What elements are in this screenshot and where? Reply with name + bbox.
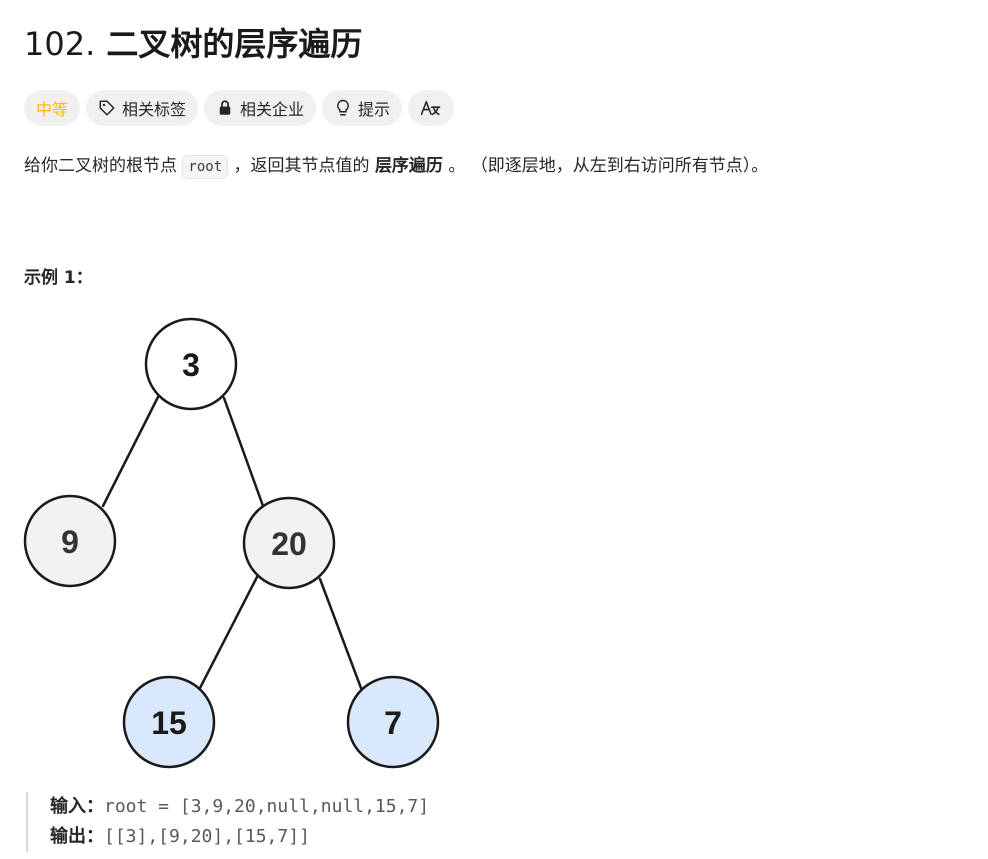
description-text-2: ，返回其节点值的: [228, 156, 375, 176]
tree-node-3-label: 3: [182, 347, 200, 383]
description-text-1: 给你二叉树的根节点: [24, 156, 183, 176]
tree-node-15-label: 15: [151, 705, 187, 741]
example-1-io: 输入：root = [3,9,20,null,null,15,7] 输出：[[3…: [26, 792, 429, 852]
output-label: 输出：: [50, 826, 104, 847]
related-topics-label: 相关标签: [122, 100, 187, 119]
related-topics-button[interactable]: 相关标签: [86, 90, 199, 126]
translate-icon: [420, 99, 442, 117]
problem-title: 102. 二叉树的层序遍历: [24, 22, 362, 66]
tree-node-7-label: 7: [384, 705, 402, 741]
tree-edge-3-20: [222, 396, 265, 508]
example-input-row: 输入：root = [3,9,20,null,null,15,7]: [50, 792, 429, 822]
input-value: root = [3,9,20,null,null,15,7]: [104, 796, 430, 817]
tree-edge-20-15: [198, 575, 259, 690]
tag-icon: [98, 99, 116, 117]
description-text-3: 。 （即逐层地，从左到右访问所有节点）。: [442, 156, 769, 176]
translate-button[interactable]: [408, 90, 455, 126]
lock-icon: [216, 99, 234, 117]
hints-button[interactable]: 提示: [322, 90, 403, 126]
tree-edge-20-7: [318, 577, 363, 690]
related-companies-button[interactable]: 相关企业: [204, 90, 317, 126]
problem-description: 给你二叉树的根节点 root ，返回其节点值的 层序遍历 。 （即逐层地，从左到…: [24, 150, 768, 183]
input-label: 输入：: [50, 796, 104, 817]
description-bold: 层序遍历: [374, 156, 443, 176]
problem-title-text: 二叉树的层序遍历: [106, 25, 363, 63]
hints-label: 提示: [358, 100, 391, 119]
output-value: [[3],[9,20],[15,7]]: [104, 826, 310, 847]
example-output-row: 输出：[[3],[9,20],[15,7]]: [50, 822, 429, 852]
inline-code-root: root: [182, 155, 229, 179]
difficulty-label: 中等: [36, 100, 69, 119]
tree-node-7: 7: [346, 675, 440, 769]
lightbulb-icon: [334, 99, 352, 117]
problem-number: 102.: [24, 25, 96, 63]
example-1-title: 示例 1：: [24, 268, 93, 288]
tag-bar: 中等 相关标签 相关企业: [24, 90, 455, 126]
binary-tree-diagram: 3 9 20 15 7: [23, 317, 440, 769]
tree-node-20: 20: [242, 496, 336, 590]
tree-edge-3-9: [101, 393, 161, 508]
tree-node-20-label: 20: [271, 526, 307, 562]
related-companies-label: 相关企业: [240, 100, 305, 119]
tree-node-9: 9: [23, 494, 117, 588]
tree-node-15: 15: [122, 675, 216, 769]
tree-node-9-label: 9: [61, 524, 79, 560]
tree-node-3: 3: [144, 317, 238, 411]
difficulty-badge[interactable]: 中等: [24, 90, 81, 126]
